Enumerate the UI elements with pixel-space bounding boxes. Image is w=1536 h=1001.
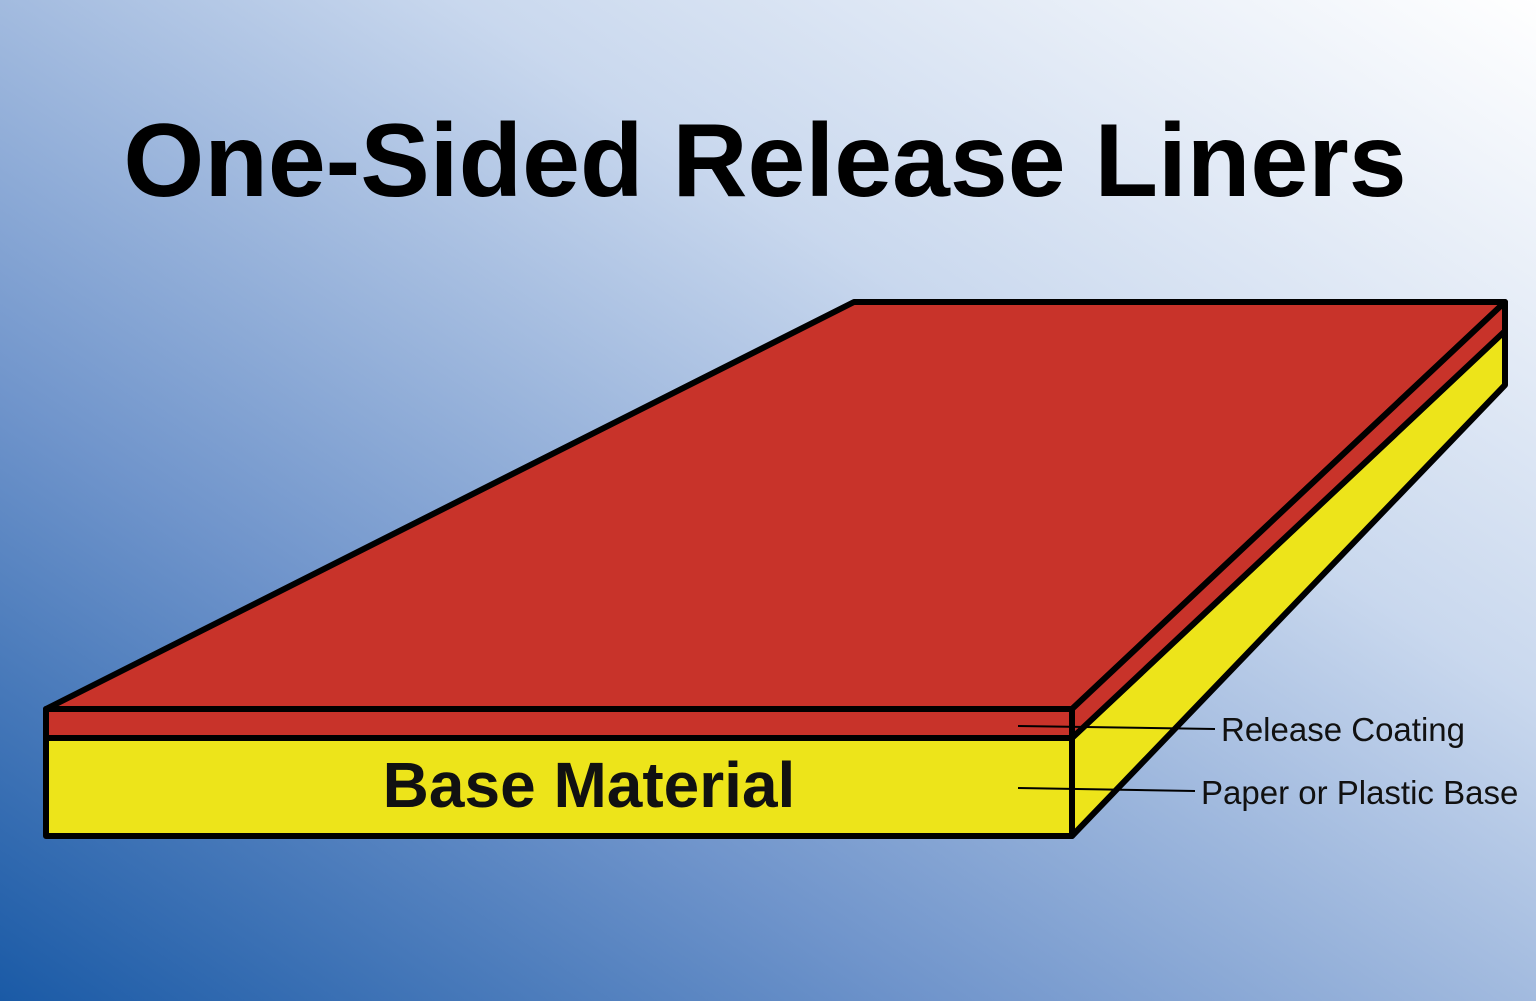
- release-coating-label: Release Coating: [1221, 711, 1465, 748]
- paper-plastic-base-label: Paper or Plastic Base: [1201, 774, 1518, 811]
- base-material-label: Base Material: [383, 749, 796, 821]
- base-front-face: [43, 735, 1075, 839]
- release-coating-leader-line: [1017, 725, 1216, 730]
- coating-front-face: [43, 706, 1075, 741]
- release-liner-slab: [43, 299, 1508, 839]
- diagram-title: One-Sided Release Liners: [123, 103, 1406, 219]
- paper-plastic-leader-line: [1017, 787, 1196, 792]
